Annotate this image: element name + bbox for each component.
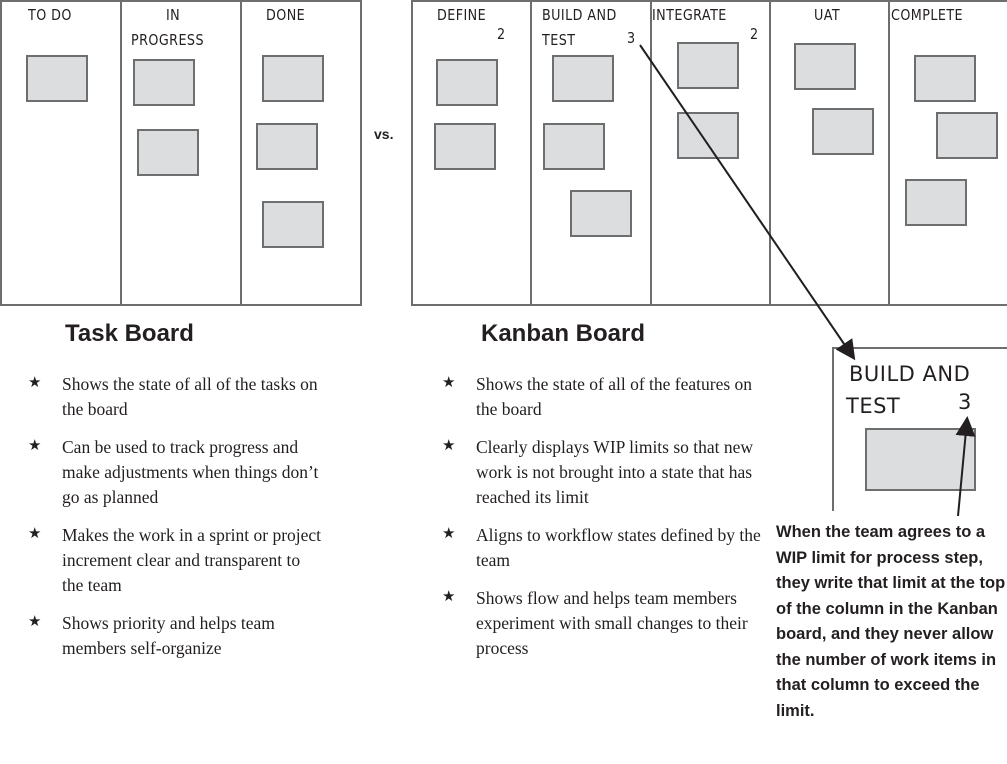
bullet-text: Aligns to workflow states defined by the…	[476, 525, 761, 570]
column-header-build-test-line2: TEST	[542, 31, 576, 49]
star-icon: ★	[442, 589, 456, 605]
bullet-item: ★ Shows priority and helps team members s…	[28, 611, 322, 661]
work-item-card	[905, 179, 967, 226]
task-card	[256, 123, 318, 170]
column-divider	[120, 2, 122, 304]
kanban-board	[411, 0, 1007, 306]
task-card	[133, 59, 195, 106]
work-item-card	[914, 55, 976, 102]
column-header-integrate: INTEGRATE	[652, 6, 727, 24]
kanban-board-title: Kanban Board	[481, 320, 646, 347]
column-header-in-progress-line2: PROGRESS	[131, 31, 204, 49]
bullet-item: ★ Can be used to track progress and make …	[28, 435, 322, 510]
work-item-card	[552, 55, 614, 102]
vs-label: vs.	[374, 126, 394, 142]
inset-card	[865, 428, 976, 491]
work-item-card	[936, 112, 998, 159]
inset-header-line2: TEST	[846, 394, 901, 418]
column-divider	[530, 2, 532, 304]
star-icon: ★	[28, 526, 42, 542]
bullet-item: ★ Clearly displays WIP limits so that new…	[442, 435, 766, 510]
caption: When the team agrees to a WIP limit for …	[776, 523, 1006, 720]
bullet-text: Shows the state of all of the features o…	[476, 374, 753, 419]
work-item-card	[570, 190, 632, 237]
column-header-in-progress: IN	[166, 6, 181, 24]
inset-wip-limit: 3	[958, 390, 972, 414]
work-item-card	[543, 123, 605, 170]
column-divider	[888, 2, 890, 304]
bullet-item: ★ Aligns to workflow states defined by th…	[442, 523, 766, 573]
work-item-card	[677, 112, 739, 159]
inset-column-frame	[832, 347, 1007, 511]
column-header-done: DONE	[266, 6, 306, 24]
bullet-item: ★ Makes the work in a sprint or project i…	[28, 523, 322, 598]
wip-limit-define: 2	[497, 25, 506, 43]
bullet-item: ★ Shows flow and helps team members exper…	[442, 586, 766, 661]
kanban-board-bullets: ★ Shows the state of all of the features …	[442, 372, 766, 674]
column-header-complete: COMPLETE	[891, 6, 964, 24]
star-icon: ★	[28, 438, 42, 454]
star-icon: ★	[442, 526, 456, 542]
arrow-to-inset	[639, 44, 856, 361]
star-icon: ★	[442, 438, 456, 454]
bullet-text: Shows priority and helps team members se…	[62, 613, 275, 658]
inset-header: BUILD AND	[849, 362, 971, 386]
column-divider	[240, 2, 242, 304]
work-item-card	[794, 43, 856, 90]
bullet-item: ★ Shows the state of all of the tasks on …	[28, 372, 322, 422]
work-item-card	[677, 42, 739, 89]
bullet-text: Clearly displays WIP limits so that new …	[476, 437, 754, 507]
wip-limit-build-test: 3	[627, 29, 636, 47]
bullet-text: Shows flow and helps team members experi…	[476, 588, 748, 658]
bullet-text: Makes the work in a sprint or project in…	[62, 525, 322, 595]
bullet-item: ★ Shows the state of all of the features …	[442, 372, 766, 422]
wip-limit-integrate: 2	[750, 25, 759, 43]
column-divider	[769, 2, 771, 304]
task-board	[0, 0, 362, 306]
star-icon: ★	[28, 614, 42, 630]
bullet-text: Can be used to track progress and make a…	[62, 437, 319, 507]
column-divider	[650, 2, 652, 304]
column-header-build-test: BUILD AND	[542, 6, 617, 24]
work-item-card	[812, 108, 874, 155]
column-header-uat: UAT	[814, 6, 841, 24]
task-card	[262, 55, 324, 102]
arrow-to-wip-limit	[955, 416, 976, 517]
task-board-title: Task Board	[65, 320, 194, 347]
task-card	[262, 201, 324, 248]
bullet-text: Shows the state of all of the tasks on t…	[62, 374, 318, 419]
star-icon: ★	[442, 375, 456, 391]
task-card	[26, 55, 88, 102]
task-card	[137, 129, 199, 176]
column-header-todo: TO DO	[28, 6, 72, 24]
work-item-card	[436, 59, 498, 106]
work-item-card	[434, 123, 496, 170]
column-header-define: DEFINE	[437, 6, 487, 24]
star-icon: ★	[28, 375, 42, 391]
task-board-bullets: ★ Shows the state of all of the tasks on …	[28, 372, 322, 674]
